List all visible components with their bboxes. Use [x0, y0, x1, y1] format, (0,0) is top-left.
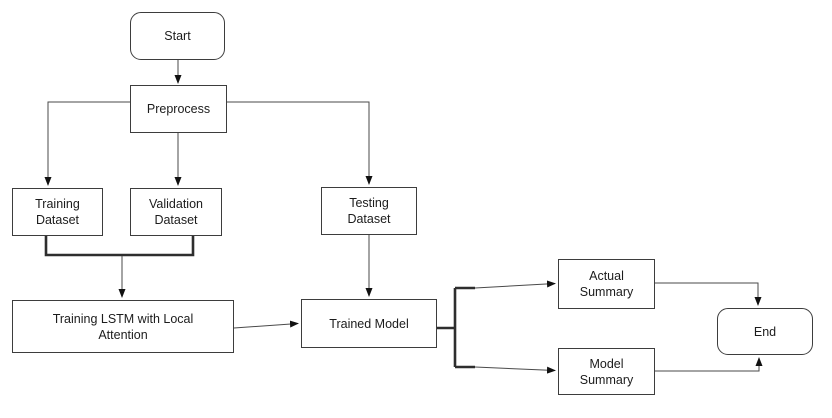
node-model-summary: Model Summary: [558, 348, 655, 395]
edge-branch-model-summary: [474, 366, 556, 374]
node-training-lstm-label-line1: Training LSTM with Local: [52, 311, 194, 326]
node-actual-summary: Actual Summary: [558, 259, 655, 309]
edge-trained-model-branch: [437, 286, 475, 369]
node-validation-dataset-label-line2: Dataset: [154, 213, 198, 227]
node-testing-dataset: Testing Dataset: [321, 187, 417, 235]
node-testing-dataset-label-line2: Dataset: [347, 212, 391, 226]
edge-dataset-merge-bar: [44, 236, 195, 257]
node-start-label: Start: [164, 29, 191, 43]
node-training-lstm: Training LSTM with Local Attention: [12, 300, 234, 353]
node-training-lstm-label-line2: Attention: [98, 327, 148, 342]
node-start: Start: [130, 12, 225, 60]
node-training-dataset-label-line2: Dataset: [35, 213, 80, 227]
node-testing-dataset-label-line1: Testing: [349, 196, 389, 210]
node-trained-model: Trained Model: [301, 299, 437, 348]
node-training-dataset: Training Dataset: [12, 188, 103, 236]
edge-preprocess-testing-dataset: [227, 101, 373, 185]
node-validation-dataset: Validation Dataset: [130, 188, 222, 236]
node-end: End: [717, 308, 813, 355]
node-trained-model-label: Trained Model: [329, 316, 409, 331]
node-model-summary-label-line2: Summary: [579, 372, 634, 387]
edge-actual-summary-end: [655, 282, 762, 306]
node-training-dataset-label-line1: Training: [35, 197, 80, 211]
edge-model-summary-end: [655, 357, 763, 372]
edge-preprocess-training-dataset: [44, 101, 130, 186]
node-validation-dataset-label-line1: Validation: [149, 197, 203, 211]
node-preprocess-label: Preprocess: [146, 102, 211, 116]
node-model-summary-label-line1: Model: [589, 356, 624, 371]
node-end-label: End: [753, 324, 777, 339]
edge-branch-actual-summary: [474, 280, 556, 289]
node-actual-summary-label-line2: Summary: [579, 285, 634, 299]
edge-training-lstm-trained-model: [233, 320, 299, 329]
node-preprocess: Preprocess: [130, 85, 227, 133]
node-actual-summary-label-line1: Actual: [589, 269, 624, 283]
